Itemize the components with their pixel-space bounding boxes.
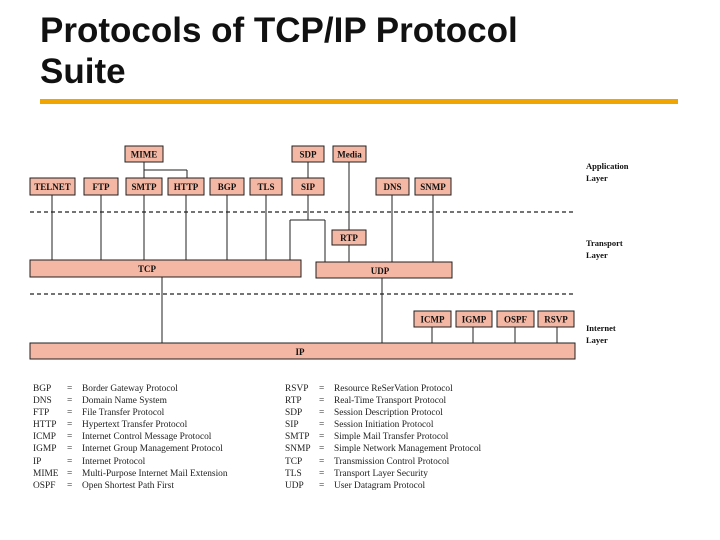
box-bgp-label: BGP	[218, 182, 237, 192]
legend-entry: RTP=Real-Time Transport Protocol	[285, 396, 447, 407]
box-sdp-label: SDP	[299, 150, 317, 160]
box-ospf-label: OSPF	[504, 315, 528, 325]
box-ftp: FTP	[83, 177, 119, 196]
internet-layer-label-line-1: Internet	[586, 323, 616, 333]
connector-lines	[51, 162, 558, 343]
box-rsvp-label: RSVP	[544, 315, 568, 325]
legend-entry: HTTP=Hypertext Transfer Protocol	[33, 420, 188, 431]
legend-entry: MIME=Multi-Purpose Internet Mail Extensi…	[33, 468, 228, 479]
box-telnet-label: TELNET	[34, 182, 71, 192]
legend-entry: SDP=Session Description Protocol	[285, 408, 443, 419]
box-ip: IP	[29, 342, 576, 360]
legend-left-column: BGP=Border Gateway Protocol DNS=Domain N…	[33, 383, 228, 492]
title-underline	[40, 99, 678, 104]
box-ip-label: IP	[296, 347, 306, 357]
internet-layer-label: Internet Layer	[586, 323, 616, 345]
legend-entry: SMTP=Simple Mail Transfer Protocol	[285, 432, 449, 443]
internet-layer-label-line-2: Layer	[586, 335, 608, 345]
box-smtp: SMTP	[125, 177, 163, 196]
transport-layer-label: Transport Layer	[586, 238, 623, 260]
box-http: HTTP	[167, 177, 205, 196]
slide-title-line-1: Protocols of TCP/IP Protocol	[40, 11, 518, 50]
box-dns: DNS	[375, 177, 410, 196]
application-layer-label-line-1: Application	[586, 161, 629, 171]
legend-entry: TCP=Transmission Control Protocol	[285, 456, 450, 467]
legend-entry: TLS=Transport Layer Security	[285, 468, 428, 479]
application-layer-label: Application Layer	[586, 161, 629, 183]
legend-entry: UDP=User Datagram Protocol	[285, 480, 426, 491]
box-udp: UDP	[315, 261, 453, 279]
legend-entry: FTP=File Transfer Protocol	[33, 408, 165, 419]
legend-entry: RSVP=Resource ReSerVation Protocol	[285, 384, 453, 394]
box-sdp: SDP	[291, 145, 325, 163]
box-http-label: HTTP	[174, 182, 199, 192]
box-sip: SIP	[291, 177, 325, 196]
box-tls-label: TLS	[257, 182, 274, 192]
legend-entry: DNS=Domain Name System	[33, 396, 167, 407]
legend-right-column: RSVP=Resource ReSerVation Protocol RTP=R…	[285, 383, 481, 492]
box-icmp: ICMP	[413, 310, 452, 328]
transport-layer-label-line-2: Layer	[586, 250, 608, 260]
box-dns-label: DNS	[383, 182, 401, 192]
box-snmp: SNMP	[414, 177, 452, 196]
application-layer-label-line-2: Layer	[586, 173, 608, 183]
legend-entry: BGP=Border Gateway Protocol	[33, 384, 178, 394]
box-smtp-label: SMTP	[131, 182, 157, 192]
box-telnet: TELNET	[29, 177, 76, 196]
legend-entry: IP=Internet Protocol	[33, 456, 146, 467]
box-mime-label: MIME	[131, 150, 158, 160]
box-sip-label: SIP	[301, 182, 316, 192]
box-rsvp: RSVP	[537, 310, 575, 328]
box-igmp-label: IGMP	[462, 315, 487, 325]
box-ospf: OSPF	[496, 310, 535, 328]
box-rtp-label: RTP	[340, 233, 358, 243]
box-bgp: BGP	[209, 177, 245, 196]
legend-entry: SNMP=Simple Network Management Protocol	[285, 444, 482, 455]
transport-layer-label-line-1: Transport	[586, 238, 623, 248]
box-icmp-label: ICMP	[421, 315, 445, 325]
box-igmp: IGMP	[455, 310, 493, 328]
box-tcp-label: TCP	[138, 264, 157, 274]
legend-entry: SIP=Session Initiation Protocol	[285, 420, 434, 431]
box-media: Media	[332, 145, 367, 163]
box-tcp: TCP	[29, 259, 302, 278]
box-mime: MIME	[124, 145, 164, 163]
box-snmp-label: SNMP	[420, 182, 446, 192]
slide-title: Protocols of TCP/IP Protocol Suite	[40, 10, 680, 92]
legend-entry: ICMP=Internet Control Message Protocol	[33, 432, 212, 443]
box-media-label: Media	[337, 150, 362, 160]
box-udp-label: UDP	[371, 266, 390, 276]
box-ftp-label: FTP	[93, 182, 111, 192]
box-tls: TLS	[249, 177, 283, 196]
box-rtp: RTP	[331, 229, 367, 246]
slide-title-line-2: Suite	[40, 52, 126, 91]
legend-entry: OSPF=Open Shortest Path First	[33, 480, 174, 491]
legend-entry: IGMP=Internet Group Management Protocol	[33, 444, 223, 455]
